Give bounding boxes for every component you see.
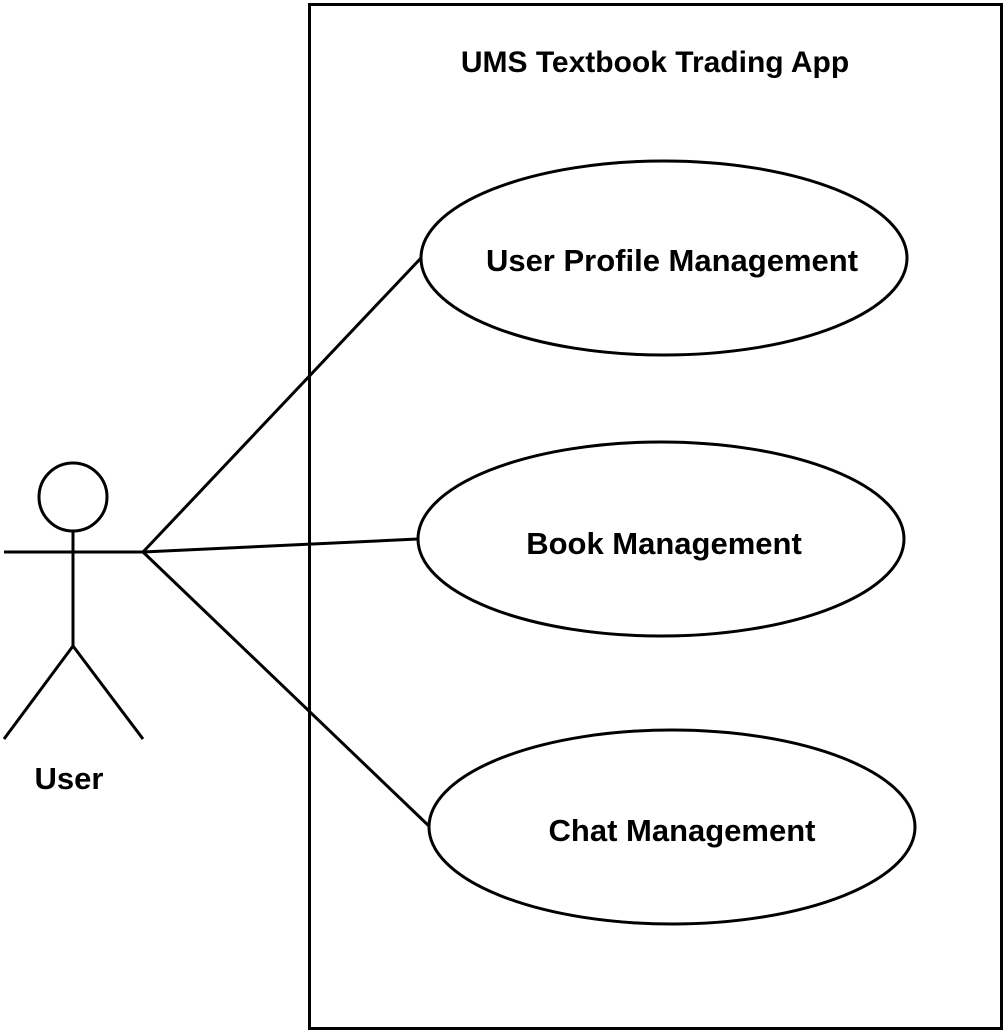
use-case-ellipse — [416, 440, 906, 638]
use-case-user-profile-management[interactable]: User Profile Management — [419, 159, 909, 357]
use-case-chat-management[interactable]: Chat Management — [427, 728, 917, 926]
actor-label: User — [35, 761, 104, 796]
use-case-ellipse — [427, 728, 917, 926]
actor-right-leg — [71, 645, 145, 740]
association-user-profile — [141, 256, 423, 554]
use-case-label: Chat Management — [549, 813, 816, 848]
system-boundary — [308, 3, 1003, 1030]
system-title: UMS Textbook Trading App — [461, 46, 849, 79]
association-book — [142, 537, 419, 554]
actor-left-leg — [2, 645, 75, 740]
use-case-label: User Profile Management — [486, 243, 858, 278]
use-case-book-management[interactable]: Book Management — [416, 440, 906, 638]
association-chat — [141, 550, 432, 829]
actor-user[interactable]: User — [2, 461, 145, 796]
use-case-label: Book Management — [526, 526, 802, 561]
use-case-ellipse — [419, 159, 909, 357]
actor-head — [37, 461, 109, 533]
